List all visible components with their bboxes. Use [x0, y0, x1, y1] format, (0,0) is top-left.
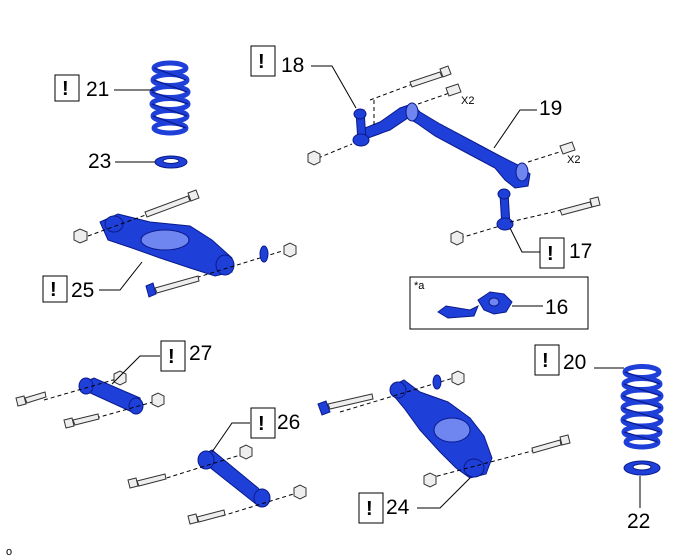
link-26-bolt-top: [127, 444, 253, 489]
callout-23: 23: [88, 150, 111, 173]
warning-box-17: [539, 237, 565, 269]
warning-mark-21: !: [62, 78, 69, 100]
callout-16: 16: [545, 296, 568, 319]
quantity-x2-top: X2: [461, 95, 474, 107]
callout-26: 26: [277, 411, 300, 434]
lower-arm-bolt-bottom: [145, 247, 293, 298]
trailing-arm-24: [389, 379, 493, 479]
warning-mark-25: !: [50, 279, 57, 301]
coil-spring-right: [620, 364, 664, 450]
stabilizer-bolt-top: [369, 65, 452, 101]
spring-insulator-upper: [154, 155, 188, 169]
link-27-bolt-top: [15, 370, 127, 407]
lower-arm-nut-left: [73, 228, 88, 244]
callout-20: 20: [563, 351, 586, 374]
lateral-link-26: [197, 449, 271, 508]
callout-21: 21: [86, 78, 109, 101]
stabilizer-link-bolt-lower: [509, 196, 601, 223]
warning-box-18: [250, 45, 276, 77]
arm-24-bolt-right: [423, 434, 571, 488]
lower-arm-bolt-top: [87, 189, 200, 237]
warning-box-24: [358, 492, 384, 524]
callout-17: 17: [569, 240, 592, 263]
quantity-x2-right: X2: [567, 154, 580, 166]
callout-24: 24: [386, 496, 410, 519]
stabilizer-link-upper: [352, 108, 370, 147]
warning-mark-17: !: [547, 243, 554, 265]
warning-mark-24: !: [366, 498, 373, 520]
stabilizer-nut-left: [307, 143, 353, 166]
figure-code: o: [6, 546, 12, 558]
lower-arm-washer-nut: [259, 242, 297, 263]
stabilizer-bar: [359, 102, 531, 189]
stabilizer-nut-lower: [450, 225, 501, 246]
callout-27: 27: [189, 342, 212, 365]
link-27-bolt-bottom: [63, 392, 165, 429]
warning-mark-26: !: [258, 413, 265, 435]
inset-label: *a: [414, 280, 425, 292]
warning-box-21: [54, 74, 80, 102]
height-control-sensor: [437, 291, 513, 319]
callout-19: 19: [539, 97, 562, 120]
spring-insulator-lower: [623, 460, 661, 476]
callout-18: 18: [281, 54, 304, 77]
warning-box-25: [42, 275, 68, 303]
stabilizer-bracket-bolt-b: [527, 141, 576, 163]
callout-22: 22: [627, 510, 650, 533]
stabilizer-bracket-bolt-a: [417, 83, 462, 105]
warning-mark-20: !: [542, 350, 549, 372]
coil-spring-upper: [149, 60, 191, 136]
stabilizer-link-lower: [496, 188, 514, 231]
link-26-bolt-bottom: [187, 484, 307, 525]
lower-control-arm: [99, 213, 235, 277]
callout-25: 25: [71, 279, 94, 302]
lateral-link-27: [78, 377, 144, 415]
warning-mark-27: !: [168, 346, 175, 368]
warning-box-20: [534, 344, 560, 376]
warning-box-26: [250, 407, 276, 439]
warning-box-27: [160, 340, 186, 372]
warning-mark-18: !: [258, 51, 265, 73]
arm-24-bolt-left: [317, 370, 465, 416]
